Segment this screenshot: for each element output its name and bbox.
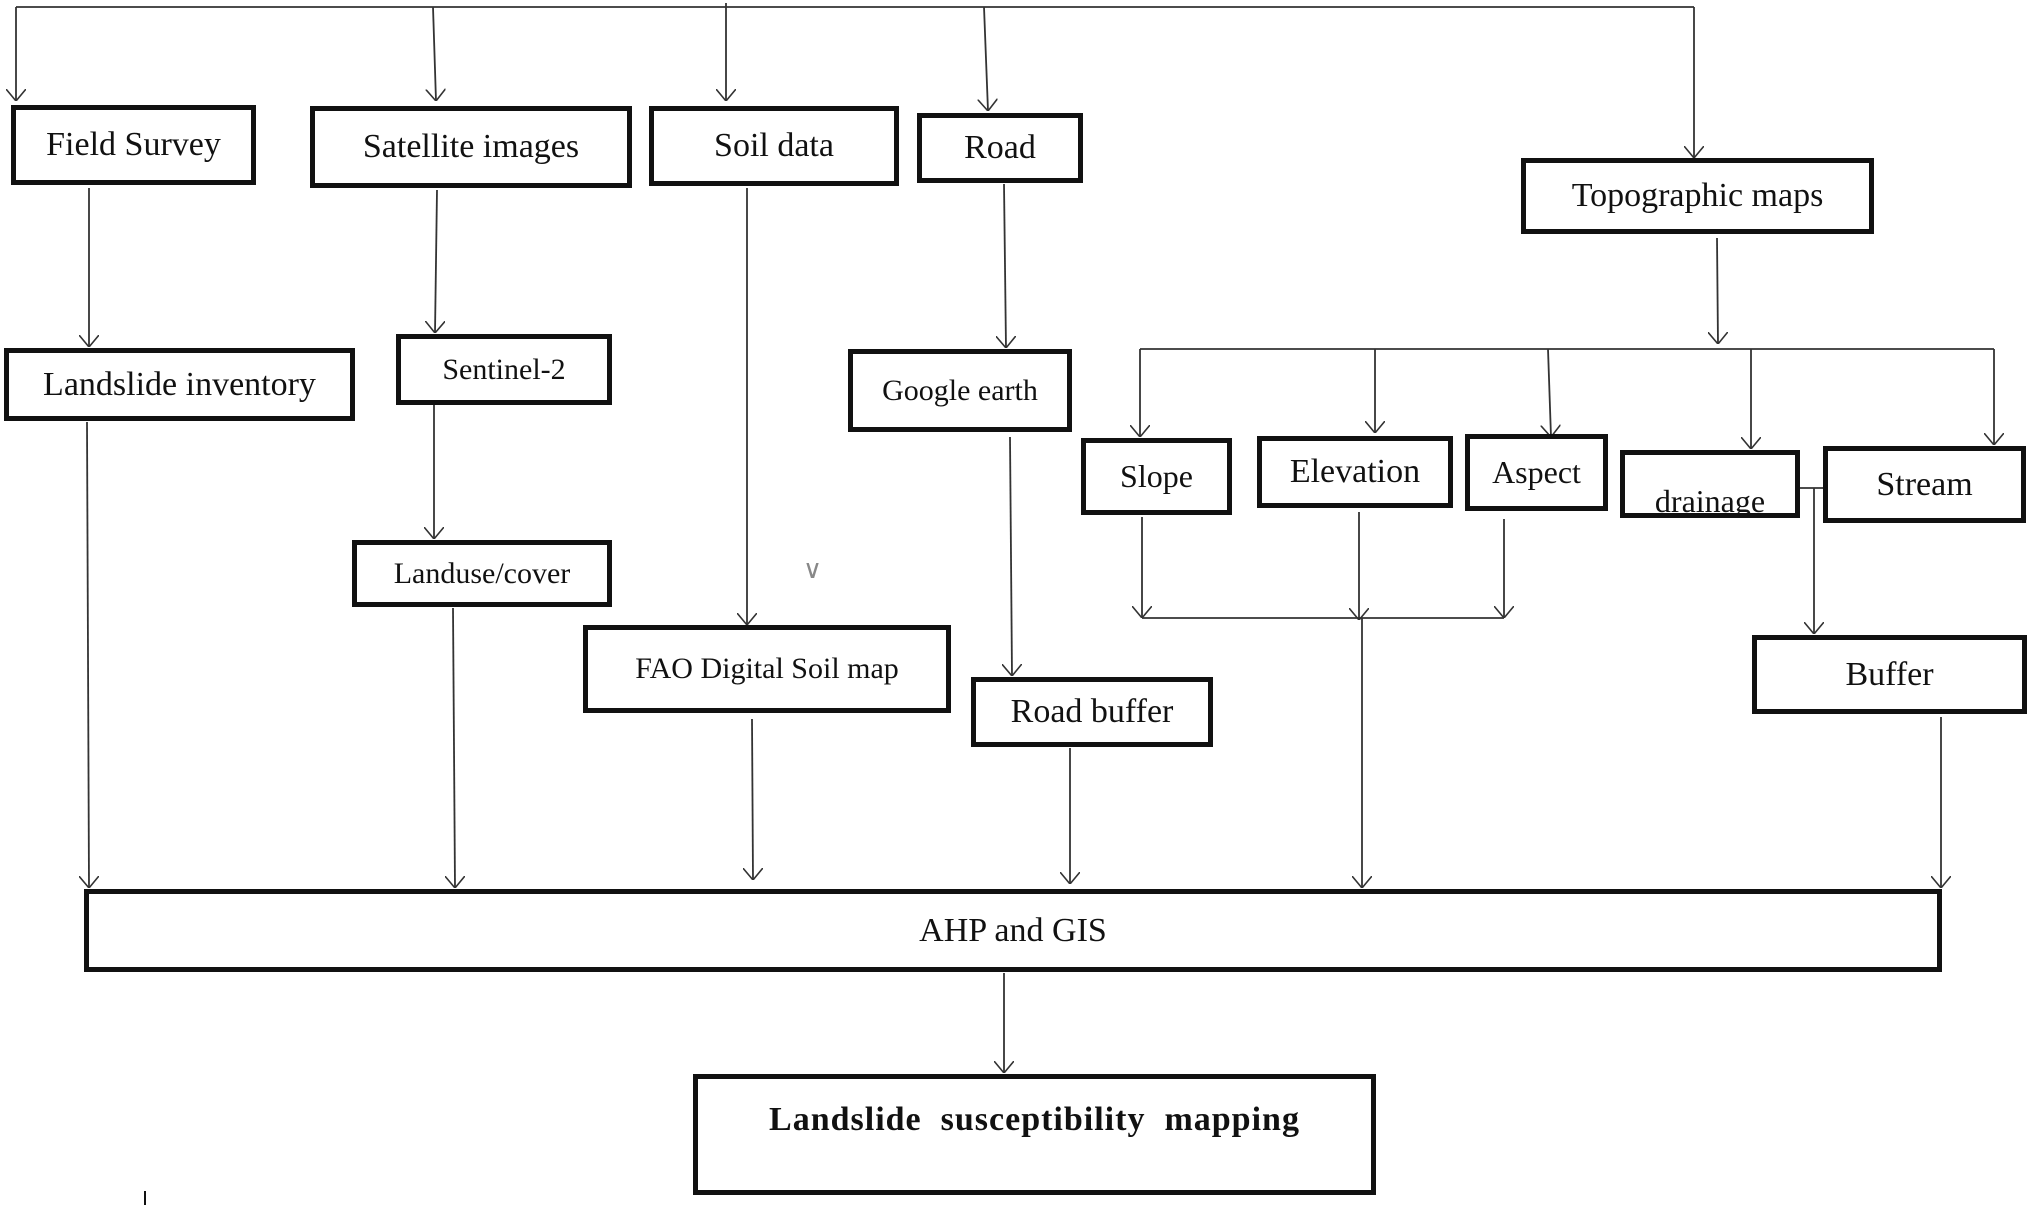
arrow-road-to-google-earth bbox=[1004, 183, 1006, 348]
road-buffer-label: Road buffer bbox=[1010, 693, 1174, 730]
field-survey-label: Field Survey bbox=[46, 126, 221, 163]
fao-digital-soil-map-label: FAO Digital Soil map bbox=[635, 652, 899, 685]
arrow-satellite-to-sentinel bbox=[435, 189, 437, 333]
satellite-images-box: Satellite images bbox=[310, 106, 632, 188]
drainage-box: drainage bbox=[1620, 450, 1800, 518]
ahp-and-gis-label: AHP and GIS bbox=[919, 911, 1107, 949]
google-earth-label: Google earth bbox=[882, 373, 1038, 407]
elevation-box: Elevation bbox=[1257, 436, 1453, 508]
landslide-inventory-label: Landslide inventory bbox=[43, 365, 316, 403]
ahp-and-gis-box: AHP and GIS bbox=[84, 889, 1942, 972]
landuse-cover-label: Landuse/cover bbox=[393, 556, 571, 590]
road-label: Road bbox=[964, 129, 1036, 166]
elevation-label: Elevation bbox=[1289, 453, 1421, 490]
aspect-box: Aspect bbox=[1465, 434, 1608, 511]
buffer-label: Buffer bbox=[1845, 655, 1934, 693]
arrow-to-satellite-images bbox=[433, 6, 436, 101]
stray-chevron-mark: ∨ bbox=[803, 555, 823, 585]
topographic-maps-label: Topographic maps bbox=[1571, 177, 1824, 214]
google-earth-box: Google earth bbox=[848, 349, 1072, 432]
arrow-fao-to-ahp bbox=[752, 718, 753, 880]
road-box: Road bbox=[917, 113, 1083, 183]
road-buffer-box: Road buffer bbox=[971, 677, 1213, 747]
stream-label: Stream bbox=[1876, 465, 1973, 503]
landuse-cover-box: Landuse/cover bbox=[352, 540, 612, 607]
soil-data-box: Soil data bbox=[649, 106, 899, 186]
landslide-susceptibility-mapping-label: Landslide susceptibility mapping bbox=[769, 1101, 1300, 1138]
sentinel-2-box: Sentinel-2 bbox=[396, 334, 612, 405]
landslide-susceptibility-mapping-box: Landslide susceptibility mapping bbox=[693, 1074, 1376, 1195]
stray-tick-mark bbox=[144, 1191, 146, 1205]
slope-box: Slope bbox=[1081, 438, 1232, 515]
arrow-to-aspect bbox=[1548, 348, 1551, 437]
arrow-inventory-to-ahp bbox=[87, 421, 89, 888]
arrow-landuse-to-ahp bbox=[453, 607, 455, 888]
topographic-maps-box: Topographic maps bbox=[1521, 158, 1874, 234]
stream-box: Stream bbox=[1823, 446, 2026, 523]
field-survey-box: Field Survey bbox=[11, 105, 256, 185]
fao-digital-soil-map-box: FAO Digital Soil map bbox=[583, 625, 951, 713]
buffer-box: Buffer bbox=[1752, 635, 2027, 714]
soil-data-label: Soil data bbox=[714, 127, 834, 164]
arrow-topographic-to-bus bbox=[1717, 237, 1718, 344]
drainage-label: drainage bbox=[1654, 485, 1766, 513]
arrow-google-earth-to-road-buffer bbox=[1010, 436, 1012, 676]
arrow-to-road bbox=[984, 6, 988, 111]
sentinel-2-label: Sentinel-2 bbox=[442, 352, 566, 386]
landslide-inventory-box: Landslide inventory bbox=[4, 348, 355, 421]
satellite-images-label: Satellite images bbox=[362, 128, 580, 165]
aspect-label: Aspect bbox=[1492, 454, 1581, 490]
slope-label: Slope bbox=[1120, 458, 1193, 494]
